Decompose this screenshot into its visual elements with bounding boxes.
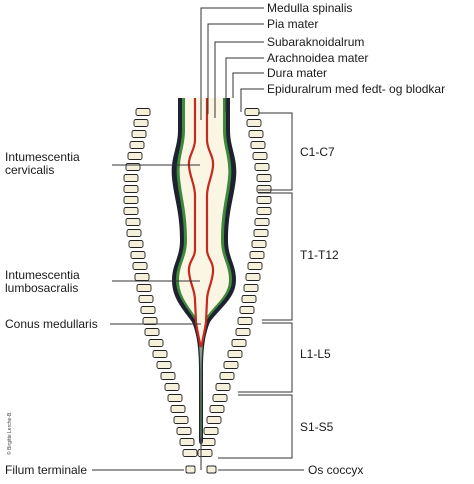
vertebra-right-28	[209, 405, 225, 413]
vertebra-left-21	[144, 328, 160, 336]
region-s1-s5: S1-S5	[300, 420, 334, 434]
vertebra-right-30	[203, 427, 219, 435]
label-dura-mater: Dura mater	[267, 66, 327, 80]
vertebra-left-30	[176, 427, 192, 435]
vertebra-left-8	[123, 185, 139, 193]
vertebra-right-5	[252, 152, 268, 160]
label-medulla-spinalis: Medulla spinalis	[267, 1, 352, 15]
label-epiduralrum: Epiduralrum med fedt- og blodkar	[267, 82, 445, 96]
label-intumescentia-lumbosacralis-line1: Intumescentia	[5, 268, 80, 282]
vertebra-right-22	[231, 339, 247, 347]
vertebra-right-9	[256, 196, 272, 204]
label-intumescentia-cervicalis-line2: cervicalis	[5, 163, 54, 177]
vertebra-left-3	[131, 130, 147, 138]
vertebra-left-25	[160, 372, 176, 380]
vertebra-left-18	[138, 295, 154, 303]
credit-text: © Birgitte Lerche-B.	[6, 411, 13, 455]
vertebra-right-25	[219, 372, 235, 380]
vertebra-right-27	[212, 394, 228, 402]
vertebra-right-31	[200, 438, 216, 446]
vertebra-left-9	[123, 196, 139, 204]
vertebra-right-6	[254, 163, 270, 171]
label-intumescentia-lumbosacralis-line2: lumbosacralis	[5, 281, 78, 295]
vertebra-left-23	[152, 350, 168, 358]
vertebra-right-17	[243, 284, 259, 292]
label-intumescentia-lumbosacralis: Intumescentia lumbosacralis	[5, 268, 83, 295]
vertebra-right-23	[227, 350, 243, 358]
label-os-coccyx: Os coccyx	[308, 463, 363, 477]
vertebra-left-15	[132, 262, 148, 270]
vertebra-left-28	[170, 405, 186, 413]
vertebra-right-1	[244, 108, 260, 116]
left-leader-lines	[92, 164, 304, 471]
label-pia-mater: Pia mater	[267, 17, 318, 31]
vertebrae-left-column	[123, 108, 198, 457]
label-intumescentia-cervicalis-line1: Intumescentia	[5, 150, 80, 164]
label-conus-medullaris: Conus medullaris	[5, 317, 98, 331]
vertebra-right-8	[256, 185, 272, 193]
vertebra-left-17	[136, 284, 152, 292]
vertebrae-right-column	[197, 108, 272, 457]
region-l1-l5: L1-L5	[300, 347, 331, 361]
region-brackets	[218, 112, 293, 459]
vertebra-right-20	[237, 317, 253, 325]
top-leader-lines	[200, 7, 264, 120]
vertebra-right-19	[239, 306, 255, 314]
vertebra-left-20	[142, 317, 158, 325]
os-coccyx-right	[206, 465, 217, 474]
vertebra-left-5	[127, 152, 143, 160]
vertebra-left-32	[182, 449, 198, 457]
label-subaraknoidalrum: Subaraknoidalrum	[267, 35, 364, 49]
vertebra-left-13	[128, 240, 144, 248]
vertebra-left-16	[134, 273, 150, 281]
vertebra-right-18	[241, 295, 257, 303]
vertebra-left-12	[126, 229, 142, 237]
vertebra-left-22	[148, 339, 164, 347]
vertebra-right-32	[197, 449, 213, 457]
vertebra-right-11	[254, 218, 270, 226]
vertebra-left-1	[135, 108, 151, 116]
vertebra-left-29	[173, 416, 189, 424]
vertebra-right-4	[250, 141, 266, 149]
label-intumescentia-cervicalis: Intumescentia cervicalis	[5, 150, 83, 177]
vertebra-right-26	[215, 383, 231, 391]
label-filum-terminale: Filum terminale	[5, 463, 87, 477]
vertebra-right-29	[206, 416, 222, 424]
os-coccyx-left	[185, 465, 196, 474]
vertebra-right-12	[253, 229, 269, 237]
vertebra-left-11	[125, 218, 141, 226]
vertebra-left-31	[179, 438, 195, 446]
vertebra-right-2	[246, 119, 262, 127]
vertebra-right-3	[248, 130, 264, 138]
region-c1-c7: C1-C7	[300, 145, 335, 159]
region-t1-t12: T1-T12	[300, 248, 339, 262]
vertebra-left-24	[156, 361, 172, 369]
vertebra-left-4	[129, 141, 145, 149]
vertebra-left-26	[164, 383, 180, 391]
vertebra-left-19	[140, 306, 156, 314]
vertebra-left-2	[133, 119, 149, 127]
vertebra-right-10	[256, 207, 272, 215]
vertebra-right-14	[249, 251, 265, 259]
vertebra-right-13	[251, 240, 267, 248]
label-arachnoidea-mater: Arachnoidea mater	[267, 51, 368, 65]
vertebra-left-14	[130, 251, 146, 259]
vertebra-right-7	[256, 174, 272, 182]
vertebra-right-24	[223, 361, 239, 369]
vertebra-left-27	[167, 394, 183, 402]
vertebra-left-7	[123, 174, 139, 182]
vertebra-right-21	[235, 328, 251, 336]
vertebra-right-16	[245, 273, 261, 281]
vertebra-right-15	[247, 262, 263, 270]
vertebra-left-10	[123, 207, 139, 215]
